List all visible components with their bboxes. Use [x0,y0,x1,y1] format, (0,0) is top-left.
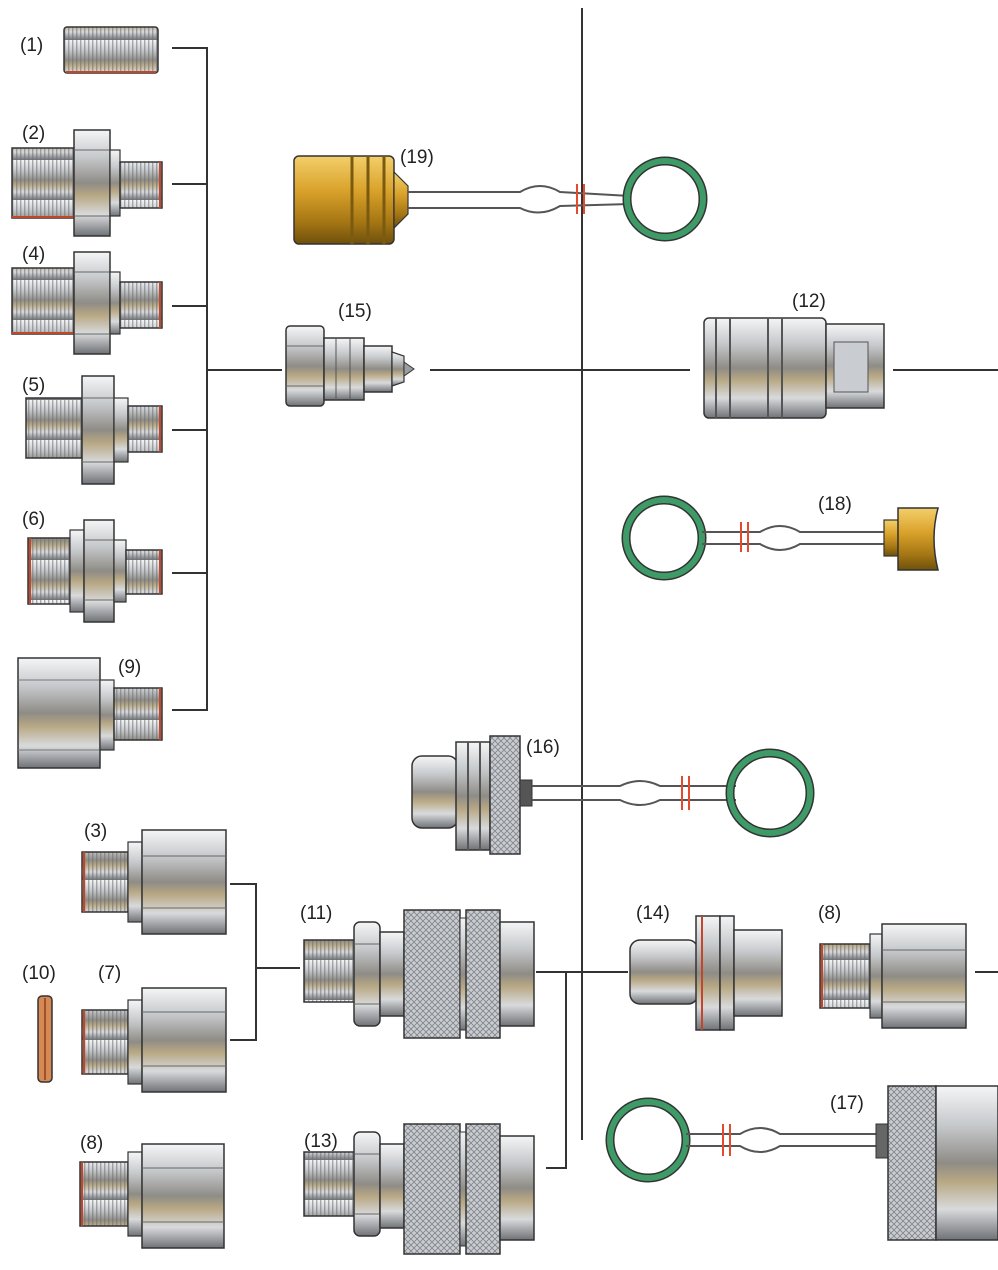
left-bracket-line [172,48,207,710]
label-part-16: (16) [526,738,560,757]
label-part-10: (10) [22,964,56,983]
part-12-coupling-socket [704,318,884,418]
13-connector-line [546,972,566,1168]
part-6-adapter [28,520,162,622]
part-3-female-adapter [82,830,226,934]
label-part-11: (11) [300,904,332,923]
part-2-adapter [12,130,162,236]
part-4-adapter [12,252,162,354]
label-part-12: (12) [792,292,826,311]
part-15-coupling-plug [286,326,414,406]
part-7-female-adapter [82,988,226,1092]
label-part-15: (15) [338,302,372,321]
part-8-female-adapter-left [80,1144,224,1248]
part-11-quick-coupling [304,910,534,1038]
part-19-brass-dust-cap [294,156,703,244]
label-part-4: (4) [22,245,45,264]
part-13-quick-coupling [304,1124,534,1254]
part-5-adapter [26,376,162,484]
part-16-steel-dust-plug [412,736,810,854]
label-part-17: (17) [830,1094,864,1113]
part-18-brass-dust-cap [626,500,938,576]
label-part-19: (19) [400,148,434,167]
part-10-copper-washer [38,996,52,1082]
label-part-18: (18) [818,495,852,514]
label-part-5: (5) [22,376,45,395]
part-14-coupling-nipple [630,916,782,1030]
label-part-8-right: (8) [818,904,841,923]
label-part-9: (9) [118,658,141,677]
part-8-female-adapter-right [820,924,966,1028]
part-17-steel-dust-cap [610,1086,998,1240]
label-part-2: (2) [22,124,45,143]
label-part-1: (1) [20,36,43,55]
label-part-6: (6) [22,510,45,529]
label-part-3: (3) [84,822,107,841]
bracket-3-7-line [230,884,256,1040]
part-1-threaded-nipple [64,27,158,73]
label-part-7: (7) [98,964,121,983]
label-part-8-left: (8) [80,1134,103,1153]
label-part-14: (14) [636,904,670,923]
label-part-13: (13) [304,1132,338,1151]
